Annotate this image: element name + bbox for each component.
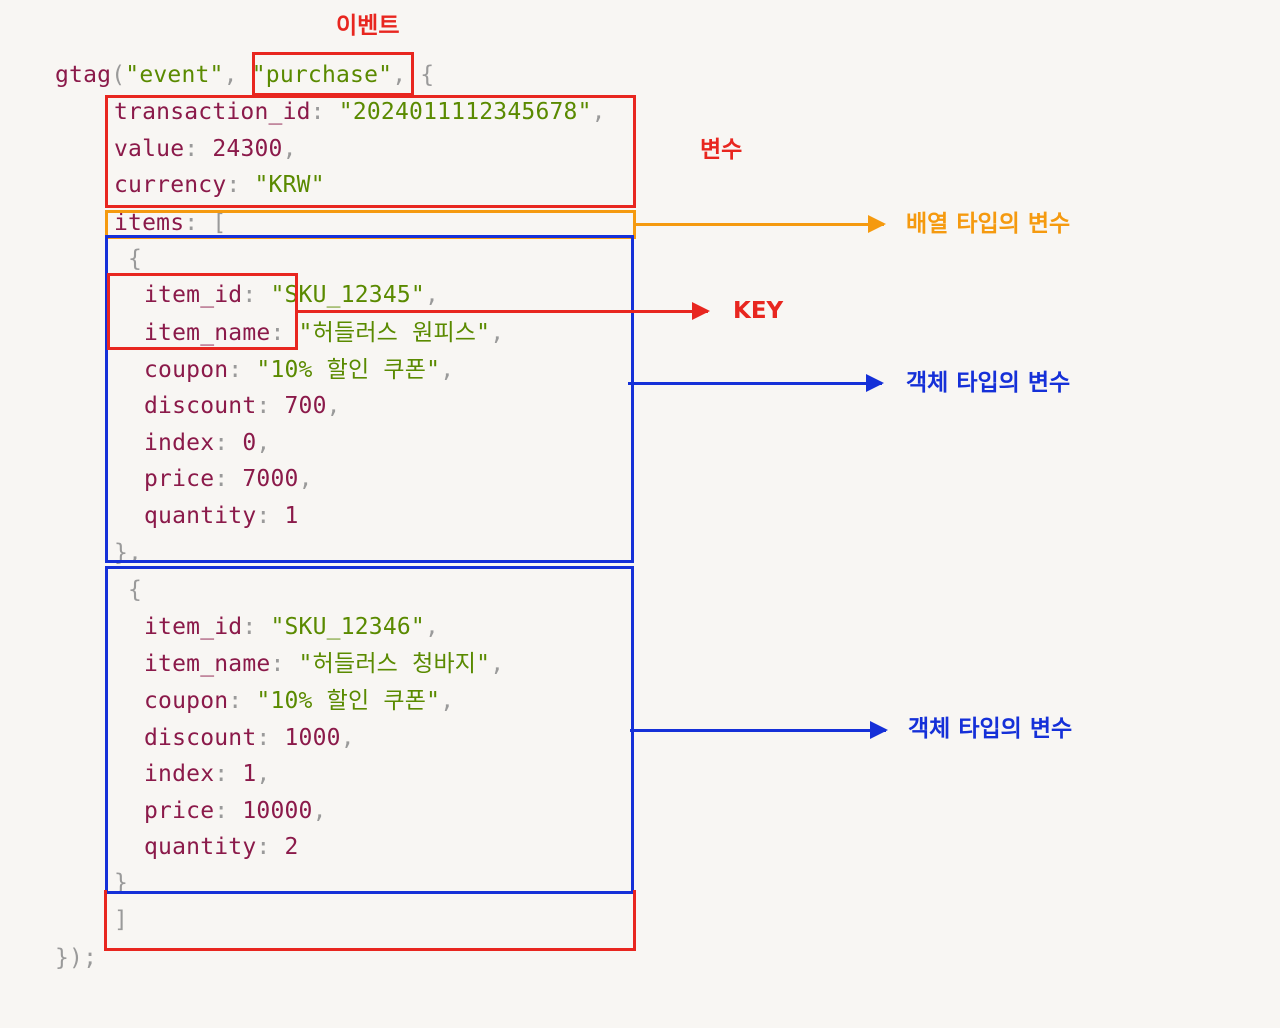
item1-discount-value: 700	[284, 393, 327, 419]
close-call: });	[55, 945, 98, 971]
item2-price-value: 10000	[242, 798, 313, 824]
item1-price-value: 7000	[242, 466, 299, 492]
code-line-value: value: 24300,	[114, 136, 297, 162]
code-line-currency: currency: "KRW"	[114, 172, 325, 198]
item2-coupon-key: coupon	[144, 688, 229, 714]
code-line-transaction-id: transaction_id: "2024011112345678",	[114, 99, 606, 125]
currency-key: currency	[114, 172, 227, 198]
item1-item-name-line: item_name: "허들러스 원피스",	[144, 320, 505, 346]
item2-discount-key: discount	[144, 725, 257, 751]
object2-arrow	[630, 721, 888, 739]
code-line-gtag: gtag("event", "purchase", {	[55, 62, 435, 88]
item2-item-id-value: "SKU_12346"	[270, 614, 425, 640]
object-type-label-1: 객체 타입의 변수	[906, 370, 1071, 396]
item2-item-name-key: item_name	[144, 651, 271, 677]
items-key: items	[114, 210, 185, 236]
object-type-label-2: 객체 타입의 변수	[908, 716, 1073, 742]
item2-discount-value: 1000	[284, 725, 341, 751]
close-brace-2: }	[114, 870, 129, 896]
item1-quantity-line: quantity: 1	[144, 503, 299, 529]
item1-coupon-key: coupon	[144, 357, 229, 383]
close-bracket: ]	[114, 907, 129, 933]
object2-highlight-box	[105, 566, 634, 894]
open-brace-2: {	[128, 577, 143, 603]
item2-item-id-line: item_id: "SKU_12346",	[144, 614, 440, 640]
item2-quantity-line: quantity: 2	[144, 834, 299, 860]
item1-index-key: index	[144, 430, 215, 456]
item1-item-id-key: item_id	[144, 282, 243, 308]
item1-discount-key: discount	[144, 393, 257, 419]
item2-item-name-line: item_name: "허들러스 청바지",	[144, 651, 505, 677]
item1-price-key: price	[144, 466, 215, 492]
array-arrow	[634, 215, 886, 233]
event-string: "event"	[125, 62, 224, 88]
item2-index-key: index	[144, 761, 215, 787]
item2-discount-line: discount: 1000,	[144, 725, 355, 751]
transaction-id-value: "2024011112345678"	[338, 99, 592, 125]
item1-discount-line: discount: 700,	[144, 393, 341, 419]
code-line-items: items: [	[114, 210, 227, 236]
variable-label: 변수	[700, 137, 743, 163]
item1-quantity-value: 1	[284, 503, 299, 529]
item1-quantity-key: quantity	[144, 503, 257, 529]
item2-item-id-key: item_id	[144, 614, 243, 640]
key-label: KEY	[733, 298, 784, 324]
key-arrow	[298, 302, 710, 320]
purchase-string: "purchase"	[251, 62, 393, 88]
currency-value: "KRW"	[254, 172, 325, 198]
item1-price-line: price: 7000,	[144, 466, 313, 492]
item2-coupon-line: coupon: "10% 할인 쿠폰",	[144, 688, 455, 714]
event-label: 이벤트	[336, 13, 400, 39]
item2-coupon-value: "10% 할인 쿠폰"	[256, 688, 441, 714]
array-type-label: 배열 타입의 변수	[906, 211, 1071, 237]
item2-quantity-key: quantity	[144, 834, 257, 860]
object1-arrow	[628, 374, 884, 392]
event-highlight-box	[252, 52, 414, 96]
item2-price-key: price	[144, 798, 215, 824]
gtag-function: gtag	[55, 62, 112, 88]
item2-index-line: index: 1,	[144, 761, 271, 787]
item2-index-value: 1	[242, 761, 257, 787]
item1-index-value: 0	[242, 430, 257, 456]
key-highlight-box	[107, 273, 298, 350]
item1-index-line: index: 0,	[144, 430, 271, 456]
object1-highlight-box	[105, 235, 634, 563]
item1-coupon-line: coupon: "10% 할인 쿠폰",	[144, 357, 455, 383]
item1-coupon-value: "10% 할인 쿠폰"	[256, 357, 441, 383]
value-number: 24300	[212, 136, 283, 162]
transaction-id-key: transaction_id	[114, 99, 311, 125]
item2-quantity-value: 2	[284, 834, 299, 860]
variables-highlight-box	[105, 95, 636, 208]
item1-item-name-key: item_name	[144, 320, 271, 346]
value-key: value	[114, 136, 185, 162]
open-brace-1: {	[128, 246, 143, 272]
array-outer-box	[104, 890, 636, 951]
item2-price-line: price: 10000,	[144, 798, 327, 824]
item2-item-name-value: "허들러스 청바지"	[298, 651, 491, 677]
item1-item-name-value: "허들러스 원피스"	[298, 320, 491, 346]
